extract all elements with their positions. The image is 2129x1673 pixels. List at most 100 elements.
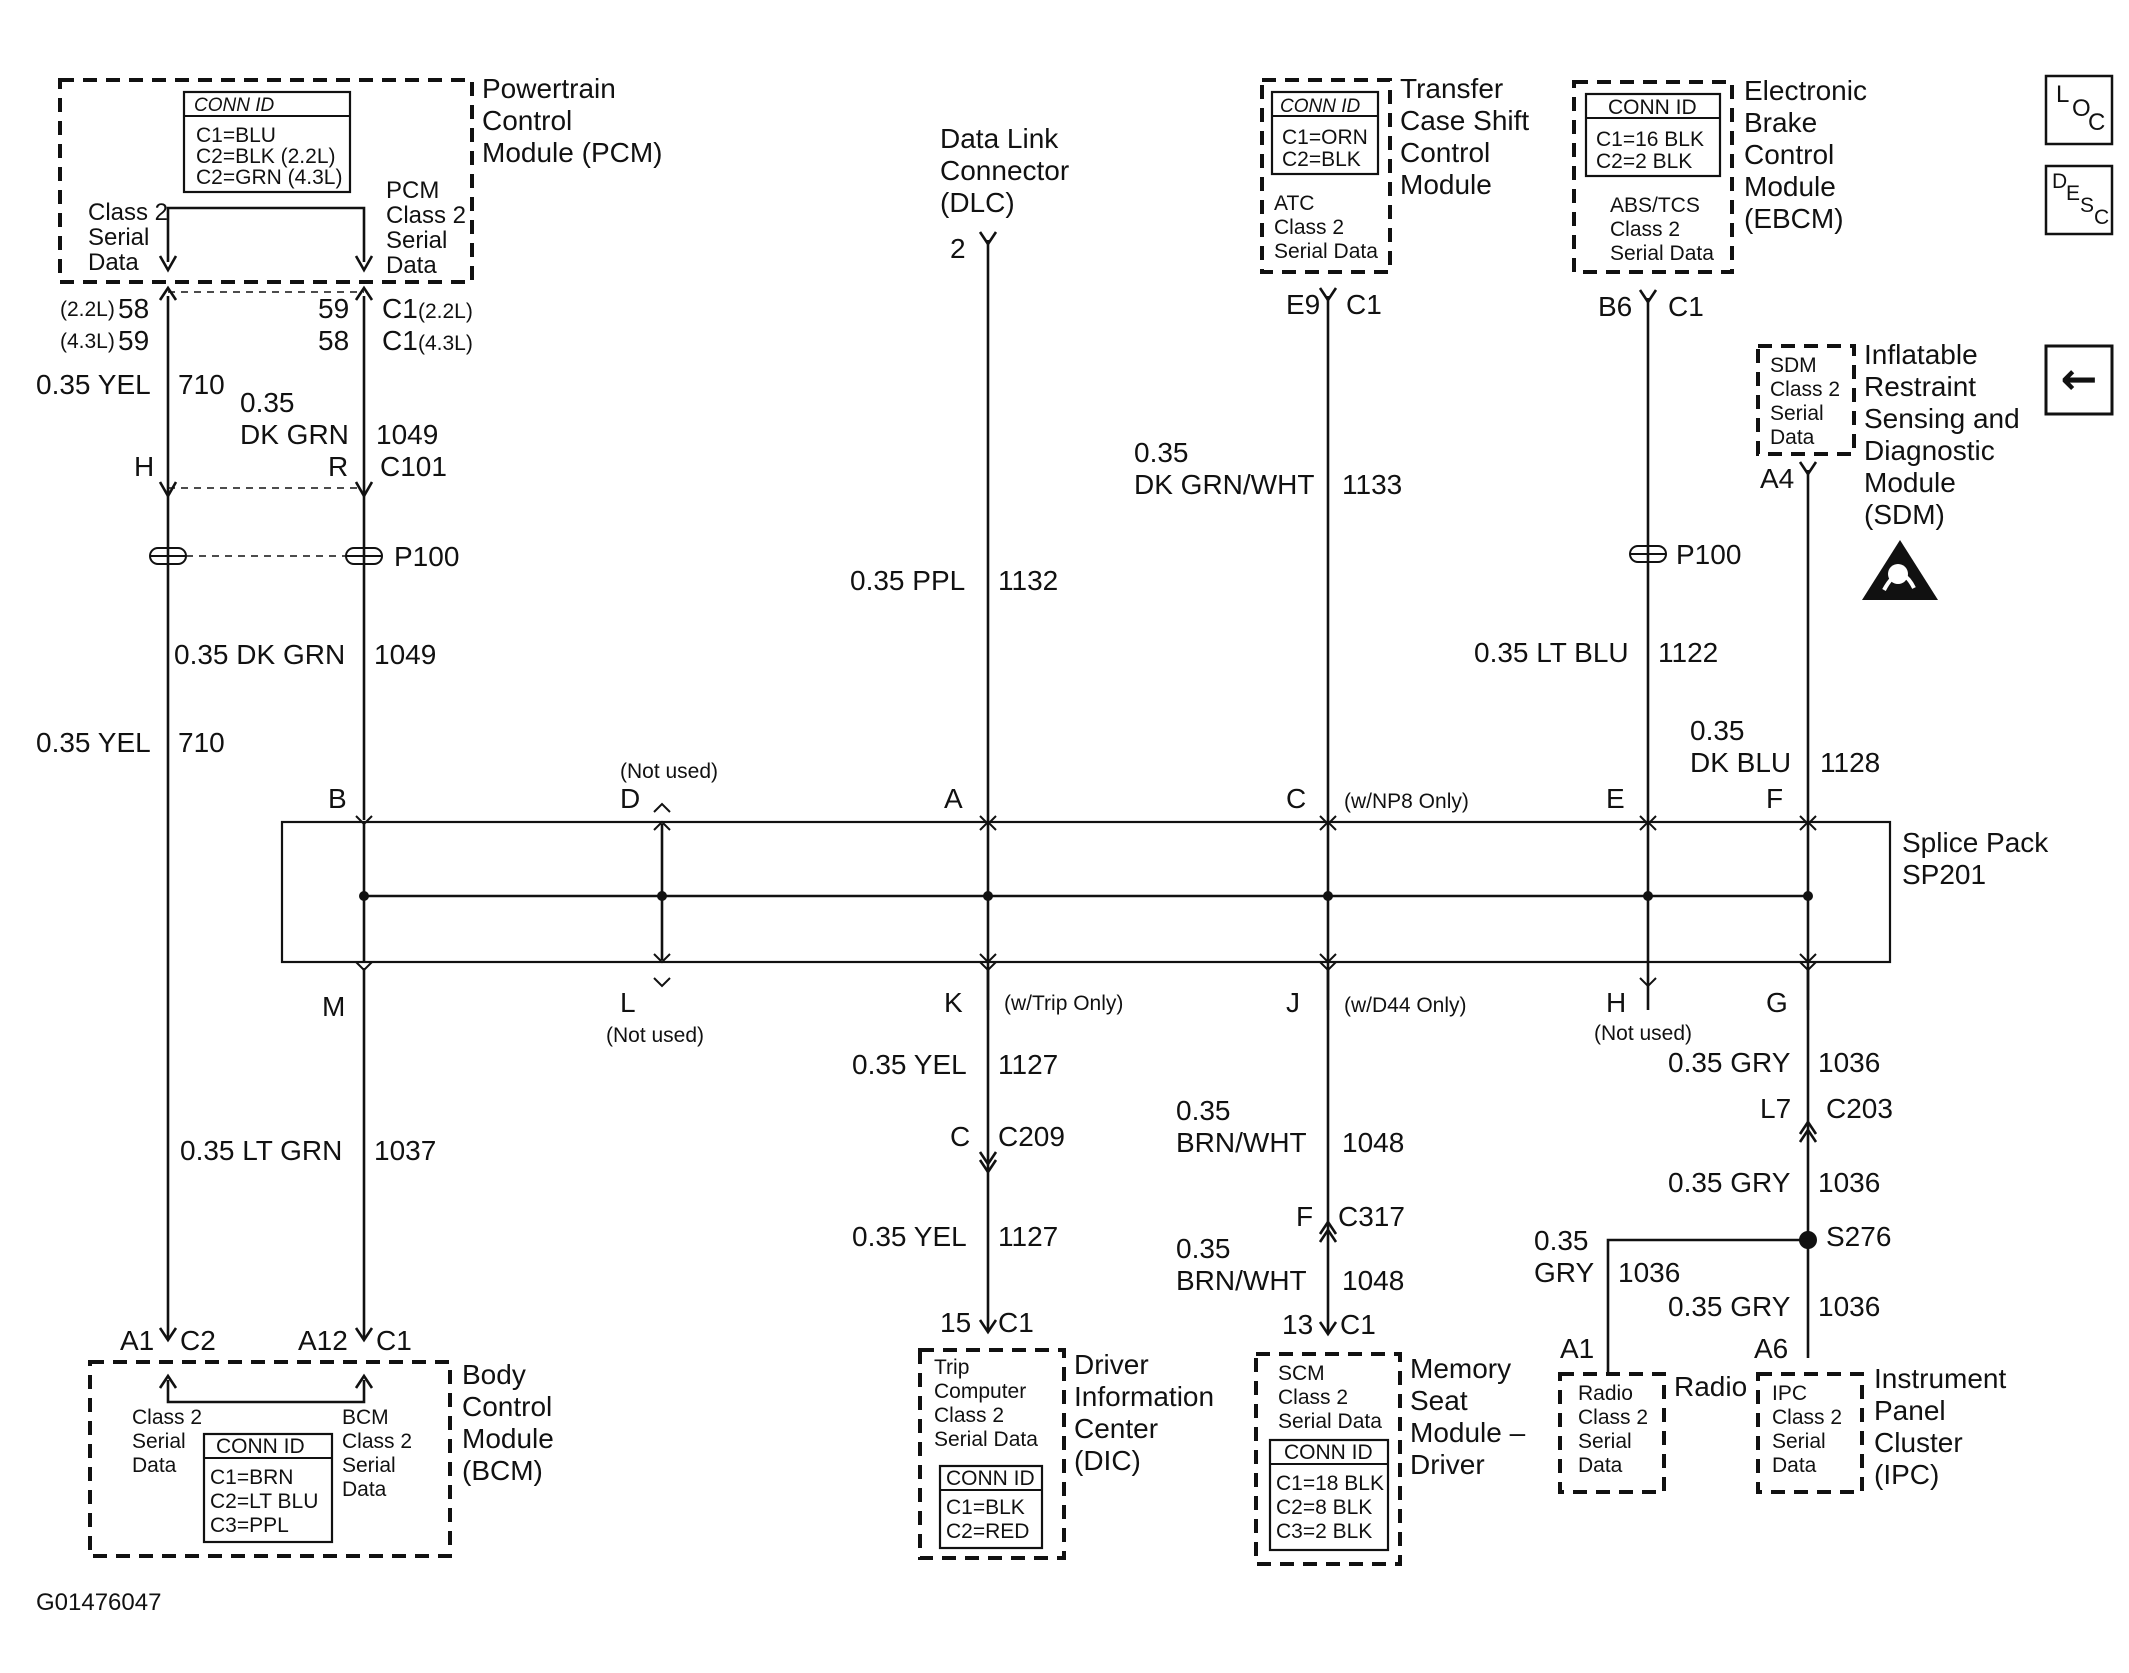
ipc-name-2: Panel (1874, 1395, 1946, 1426)
ebcm-conn-name: C1 (1668, 291, 1704, 322)
ipc-name-1: Instrument (1874, 1363, 2006, 1394)
sdm-module: SDM Class 2 Serial Data Inflatable Restr… (1756, 339, 2020, 530)
splice-bottom-pin-l: L (620, 987, 636, 1018)
wire-1049-top-gauge-1: 0.35 (240, 387, 295, 418)
figure-id: G01476047 (36, 1589, 161, 1616)
bcm-name-2: Control (462, 1391, 552, 1422)
tcscm-conn-c2: C2=BLK (1282, 148, 1361, 171)
pcm-conn-c1: C1=BLU (196, 124, 276, 147)
msm-conn-id-title: CONN ID (1284, 1441, 1373, 1464)
bcm-conn-c3: C3=PPL (210, 1514, 289, 1537)
dic-pin-chevron (978, 1319, 998, 1335)
msm-name-4: Driver (1410, 1449, 1485, 1480)
dic-conn-c1: C1=BLK (946, 1496, 1025, 1519)
dic-conn-id-title: CONN ID (946, 1467, 1035, 1490)
desc-icon-c: C (2094, 206, 2109, 229)
wire-1048b-gauge-1: 0.35 (1176, 1233, 1231, 1264)
pcm-pin-left-variant-2: (4.3L) (60, 330, 115, 353)
ebcm-label-3: Serial Data (1610, 242, 1714, 265)
wire-710-top-gauge: 0.35 YEL (36, 369, 151, 400)
bcm-left-label-2: Serial (132, 1430, 186, 1453)
loc-icon-c: C (2088, 109, 2105, 136)
ebcm-conn-c2: C2=2 BLK (1596, 150, 1692, 173)
pcm-pin-right-conn-2: C1 (382, 325, 418, 356)
description-icon[interactable]: D E S C (2044, 164, 2114, 236)
ipc-label-3: Serial (1772, 1430, 1826, 1453)
wire-1048a-gauge-1: 0.35 (1176, 1095, 1231, 1126)
dic-label-2: Computer (934, 1380, 1026, 1403)
dic-label-4: Serial Data (934, 1428, 1038, 1451)
ebcm-name-4: Module (1744, 171, 1836, 202)
pcm-pin-right-conn-1: C1 (382, 293, 418, 324)
sdm-name-2: Restraint (1864, 371, 1976, 402)
dic-outline (918, 1348, 1066, 1560)
dlc-pin: 2 (950, 233, 966, 264)
c203-pin: L7 (1760, 1093, 1791, 1124)
radio-name: Radio (1674, 1371, 1747, 1402)
c209-chevron-2 (978, 1159, 998, 1175)
wire-1036-radio (1606, 1238, 1808, 1372)
radio-outline (1558, 1372, 1666, 1494)
splice-top-pin-b: B (328, 783, 347, 814)
pcm-pin-right-variant-1: (2.2L) (418, 300, 473, 323)
ebcm-label-2: Class 2 (1610, 218, 1680, 241)
bcm-arrow-right (354, 1373, 374, 1389)
pcm-pin-chevron-right (354, 285, 374, 301)
sdm-label-4: Data (1770, 426, 1815, 449)
dic-name-3: Center (1074, 1413, 1158, 1444)
c209-label: C209 (998, 1121, 1065, 1152)
wire-1049-top-gauge-2: DK GRN (240, 419, 349, 450)
ipc-pin: A6 (1754, 1333, 1788, 1364)
dic-label-1: Trip (934, 1356, 969, 1379)
bcm-right-label-2: Class 2 (342, 1430, 412, 1453)
sdm-name-5: Module (1864, 467, 1956, 498)
pcm-pin-chevron-left (158, 285, 178, 301)
splice-bottom-note-k: (w/Trip Only) (1004, 992, 1123, 1015)
msm-conn-c3: C3=2 BLK (1276, 1520, 1372, 1543)
dlc-name-1: Data Link (940, 123, 1059, 154)
bcm-right-label-4: Data (342, 1478, 387, 1501)
wire-1127a-gauge: 0.35 YEL (852, 1049, 967, 1080)
pcm-right-label-3: Serial (386, 227, 447, 254)
splice-columns (355, 802, 1817, 988)
wire-1127b-num: 1127 (998, 1221, 1058, 1252)
pcm-pin-left-2: 59 (118, 325, 149, 356)
wire-1132-num: 1132 (998, 565, 1058, 596)
tcscm-label-2: Class 2 (1274, 216, 1344, 239)
bcm-conn-c1: C1=BRN (210, 1466, 293, 1489)
desc-icon-e: E (2066, 182, 2080, 205)
tcscm-name-2: Case Shift (1400, 105, 1529, 136)
radio-module: Radio Class 2 Serial Data Radio (1558, 1371, 1747, 1494)
msm-label-1: SCM (1278, 1362, 1325, 1385)
pcm-conn-id-title: CONN ID (194, 95, 275, 116)
tcscm-conn-c1: C1=ORN (1282, 126, 1368, 149)
tcscm-name-3: Control (1400, 137, 1490, 168)
ipc-name-4: (IPC) (1874, 1459, 1939, 1490)
splice-top-pin-c: C (1286, 783, 1306, 814)
sdm-name-6: (SDM) (1864, 499, 1945, 530)
dic-pin: 15 (940, 1307, 971, 1338)
back-arrow-icon[interactable]: ← (2044, 344, 2114, 416)
back-arrow-glyph: ← (2061, 354, 2098, 405)
pcm-module: CONN ID C1=BLU C2=BLK (2.2L) C2=GRN (4.3… (58, 73, 662, 284)
msm-label-3: Serial Data (1278, 1410, 1382, 1433)
sdm-label-3: Serial (1770, 402, 1824, 425)
bcm-pin-right: A12 (298, 1325, 348, 1356)
wire-1133-gauge-1: 0.35 (1134, 437, 1189, 468)
pcm-left-arrow (158, 255, 178, 273)
msm-name-2: Seat (1410, 1385, 1468, 1416)
splice-bottom-note-h: (Not used) (1594, 1022, 1692, 1045)
c203-label: C203 (1826, 1093, 1893, 1124)
location-icon[interactable]: L O C (2044, 74, 2114, 146)
pcm-conn-id-box (182, 90, 352, 194)
sdm-name-3: Sensing and (1864, 403, 2020, 434)
ipc-label-4: Data (1772, 1454, 1817, 1477)
radio-label-4: Data (1578, 1454, 1623, 1477)
pcm-left-label-2: Serial (88, 224, 149, 251)
wire-1128-gauge-1: 0.35 (1690, 715, 1745, 746)
splice-top-pin-e: E (1606, 783, 1625, 814)
pcm-right-label-1: PCM (386, 177, 439, 204)
p100-left-connector (149, 547, 383, 565)
wire-1048a-gauge-2: BRN/WHT (1176, 1127, 1307, 1158)
msm-pin: 13 (1282, 1309, 1313, 1340)
